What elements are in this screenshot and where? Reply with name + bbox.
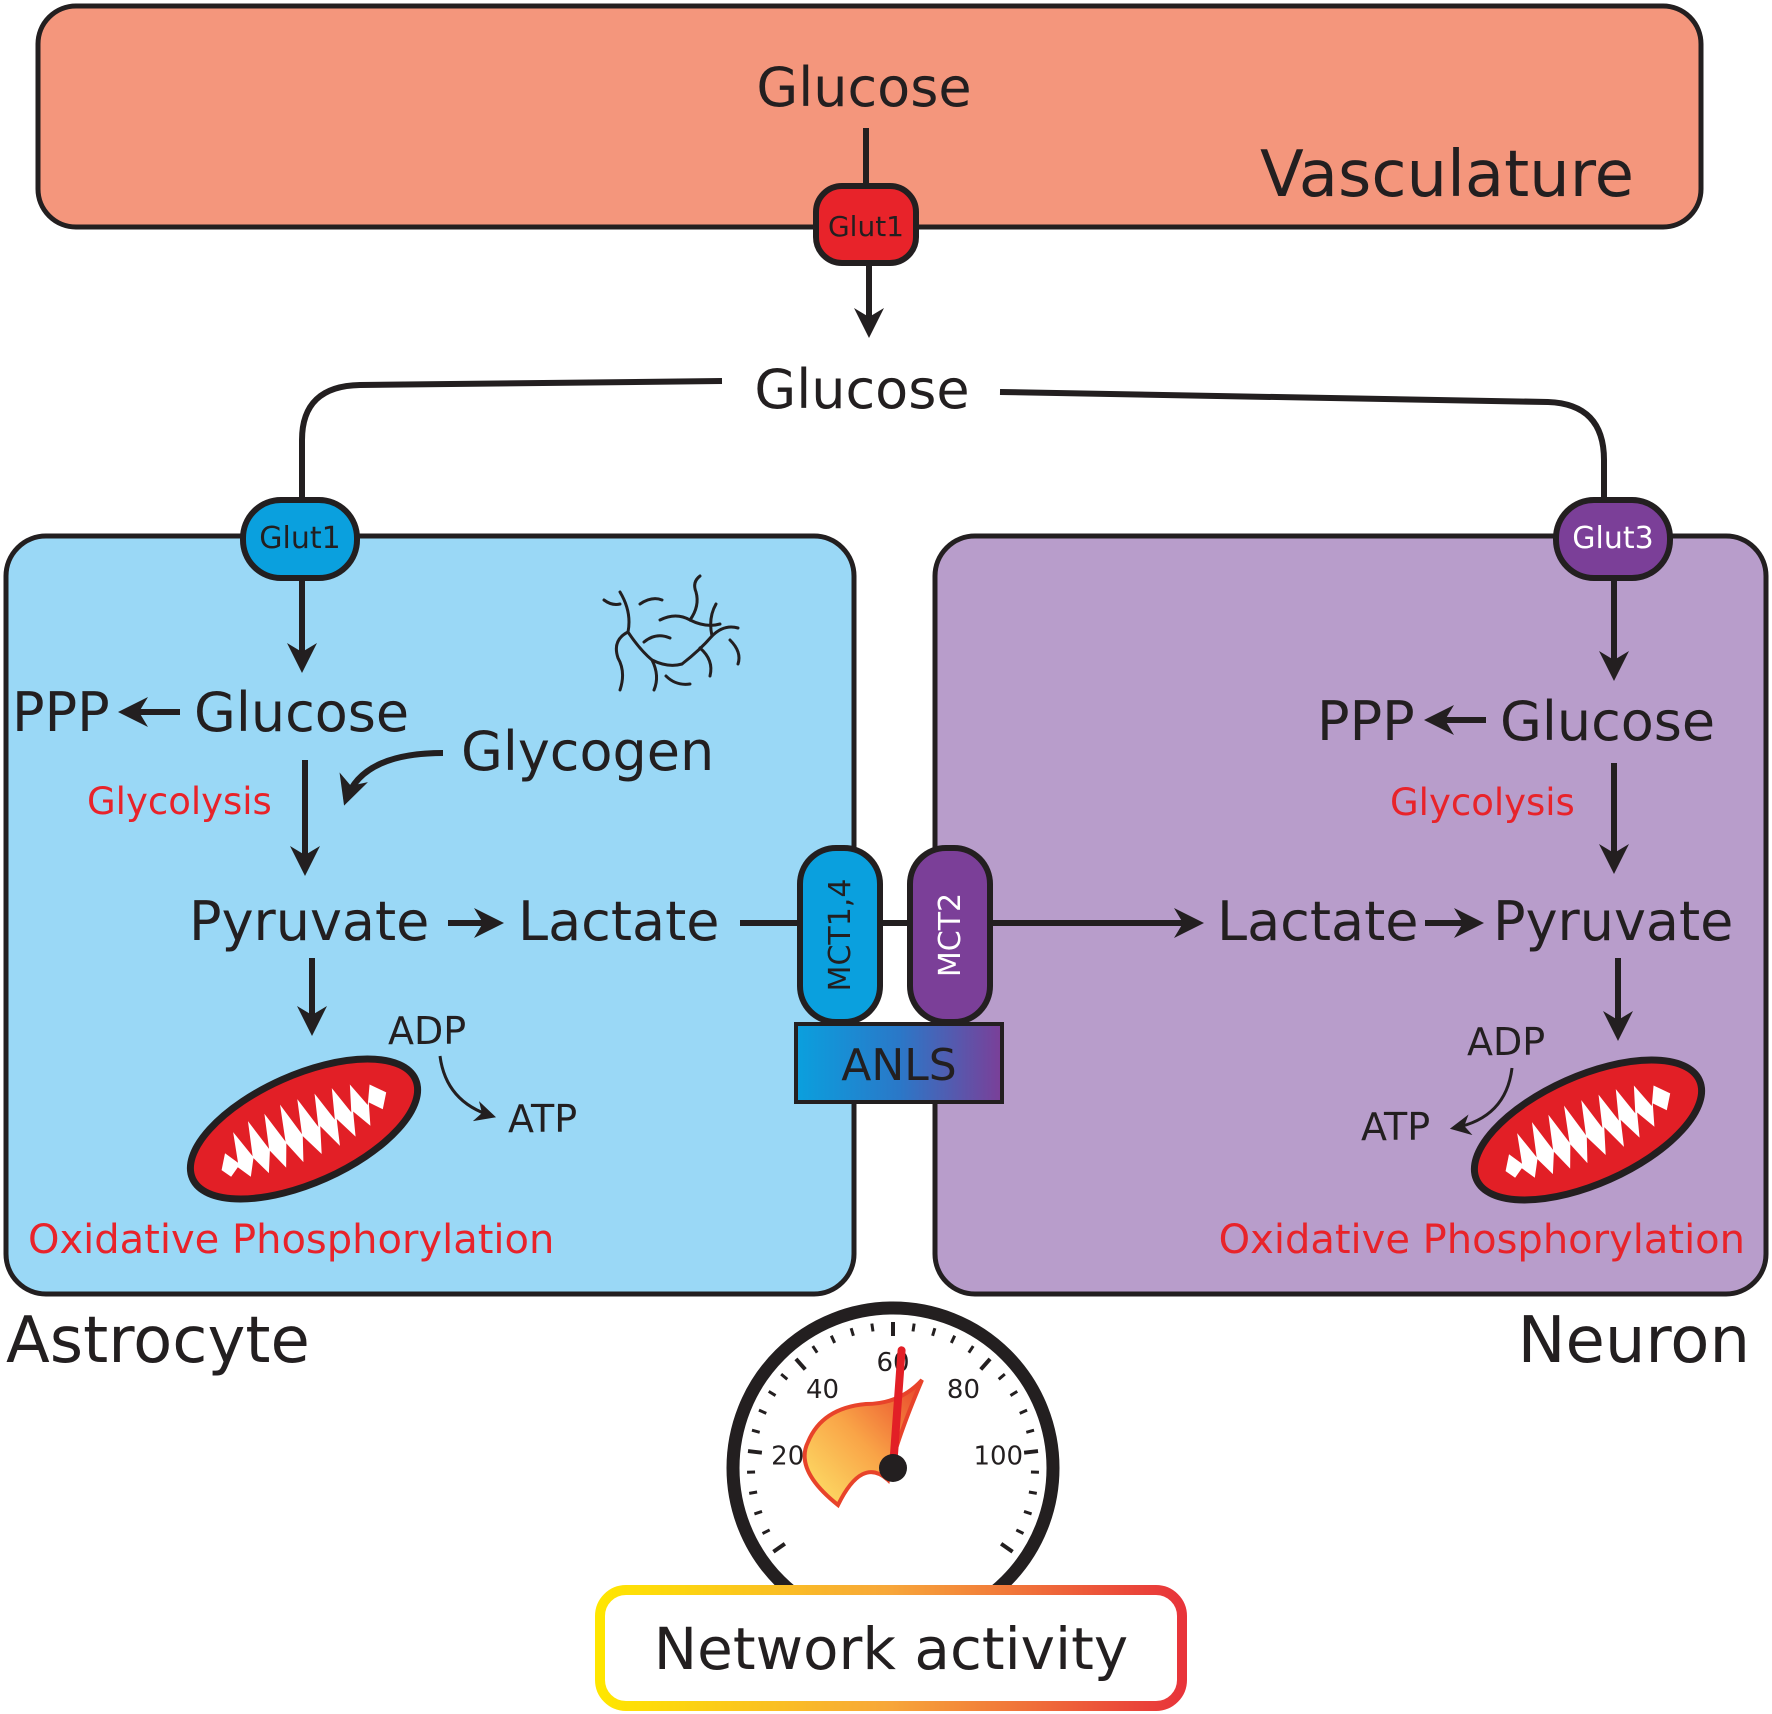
- astrocyte-pyruvate: Pyruvate: [189, 890, 429, 953]
- gauge-needle: [889, 1346, 906, 1472]
- gauge-major-tick: [747, 1449, 763, 1455]
- gauge-minor-tick: [967, 1345, 975, 1354]
- neuron-ppp: PPP: [1317, 690, 1415, 753]
- neuron-glut3-label: Glut3: [1572, 521, 1653, 556]
- gauge-minor-tick: [870, 1323, 875, 1332]
- vasculature-label: Vasculature: [1260, 138, 1634, 212]
- astrocyte-adp: ADP: [388, 1009, 466, 1053]
- gauge-minor-tick: [758, 1408, 767, 1415]
- gauge-minor-tick: [748, 1490, 758, 1495]
- astrocyte-glycogen: Glycogen: [461, 720, 714, 783]
- gauge-minor-tick: [1009, 1390, 1019, 1397]
- astrocyte-lactate: Lactate: [518, 890, 720, 953]
- gauge-major-tick: [979, 1357, 992, 1371]
- mct14-transporter: MCT1,4: [797, 845, 883, 1025]
- gauge-minor-tick: [811, 1345, 819, 1354]
- astrocyte-atp: ATP: [508, 1097, 577, 1141]
- gauge-minor-tick: [911, 1323, 916, 1332]
- astrocyte-body: [3, 533, 857, 1297]
- gauge-tick-label: 20: [771, 1442, 804, 1472]
- gauge-minor-tick: [829, 1335, 837, 1344]
- gauge-tick-label: 40: [806, 1375, 839, 1405]
- gauge-minor-tick: [751, 1428, 761, 1434]
- gauge-major-tick: [794, 1357, 807, 1371]
- gauge-minor-tick: [931, 1327, 937, 1337]
- gauge-minor-tick: [1025, 1428, 1035, 1434]
- vessel-glut1-transporter: Glut1: [813, 183, 919, 266]
- astrocyte-ppp: PPP: [12, 681, 110, 744]
- neuron-glut3-transporter: Glut3: [1553, 497, 1673, 581]
- gauge-minor-tick: [753, 1509, 763, 1516]
- neuron-pyruvate: Pyruvate: [1493, 890, 1733, 953]
- neuron-adp: ADP: [1467, 1020, 1545, 1064]
- gauge-minor-tick: [949, 1335, 957, 1344]
- gauge-minor-tick: [1015, 1528, 1025, 1535]
- vasculature-glucose: Glucose: [756, 56, 971, 119]
- neuron-adp-atp-arrow: [1449, 1067, 1514, 1136]
- gauge-tick-label: 80: [947, 1375, 980, 1405]
- mct2-transporter: MCT2: [907, 845, 993, 1025]
- gauge-ticks: [747, 1322, 1039, 1554]
- gauge-minor-tick: [1028, 1490, 1038, 1495]
- vasculature: Glucose Vasculature: [35, 3, 1704, 230]
- gauge-major-tick: [1023, 1449, 1039, 1455]
- astrocyte-glucose: Glucose: [194, 681, 409, 744]
- astrocyte-label: Astrocyte: [6, 1304, 310, 1378]
- mitochondrion-icon: [1470, 1056, 1706, 1204]
- vessel-glut1-label: Glut1: [828, 210, 904, 243]
- branch-to-neuron: [999, 389, 1607, 500]
- neuron-lactate: Lactate: [1217, 890, 1419, 953]
- neuron-oxphos: Oxidative Phosphorylation: [1219, 1217, 1745, 1263]
- neuron-label: Neuron: [1518, 1304, 1750, 1378]
- astrocyte-glut1-label: Glut1: [259, 521, 340, 556]
- astrocyte-adp-atp-arrow: [438, 1055, 497, 1122]
- astrocyte-oxphos: Oxidative Phosphorylation: [28, 1217, 554, 1263]
- gauge-tick-label: 100: [973, 1442, 1023, 1472]
- neuron-glucose: Glucose: [1500, 690, 1715, 753]
- network-activity-label: Network activity: [654, 1615, 1128, 1683]
- network-activity-box: Network activity: [595, 1585, 1187, 1711]
- gauge-minor-tick: [849, 1327, 855, 1337]
- gauge-minor-tick: [997, 1373, 1006, 1381]
- neuron-glycolysis: Glycolysis: [1390, 781, 1575, 824]
- extracellular-glucose: Glucose: [754, 358, 969, 421]
- gauge-minor-tick: [761, 1528, 771, 1535]
- glycogen-icon: [602, 574, 741, 692]
- branch-to-astrocyte: [299, 378, 723, 500]
- gauge-minor-tick: [1019, 1408, 1028, 1415]
- mct14-label: MCT1,4: [823, 879, 858, 992]
- anls-box: ANLS: [794, 1022, 1004, 1104]
- gauge-major-tick: [999, 1542, 1014, 1554]
- astrocyte-cell: [3, 533, 857, 1297]
- gauge-major-tick: [772, 1542, 787, 1554]
- mitochondrion-icon: [186, 1055, 422, 1203]
- astrocyte-glycolysis: Glycolysis: [87, 780, 272, 823]
- neuron-atp: ATP: [1361, 1105, 1430, 1149]
- astrocyte-glut1-transporter: Glut1: [240, 497, 360, 581]
- gauge-minor-tick: [1023, 1509, 1033, 1516]
- anls-label: ANLS: [841, 1040, 956, 1091]
- glycogenolysis-arrow: [339, 750, 444, 806]
- gauge-minor-tick: [780, 1373, 789, 1381]
- gauge-hub: [879, 1454, 907, 1482]
- gauge-minor-tick: [767, 1390, 777, 1397]
- mct2-label: MCT2: [933, 893, 968, 977]
